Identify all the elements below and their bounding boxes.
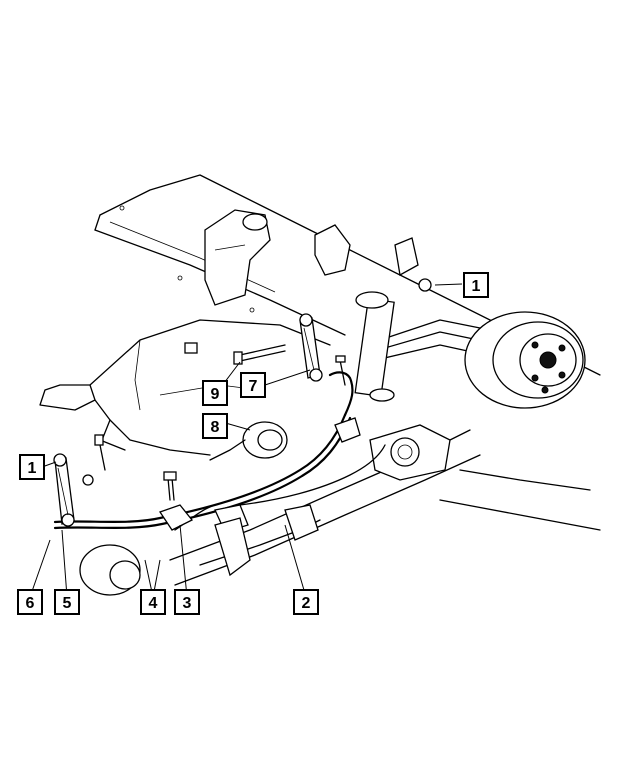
callout-4: 4 <box>140 589 166 615</box>
lower-details <box>79 469 601 596</box>
svg-text:8: 8 <box>211 419 220 436</box>
leader-lines <box>29 283 463 598</box>
svg-text:9: 9 <box>211 386 220 403</box>
callout-1-left: 1 <box>19 454 45 480</box>
svg-text:3: 3 <box>183 595 192 612</box>
callout-1-upper-right: 1 <box>463 272 489 298</box>
svg-text:1: 1 <box>472 278 481 295</box>
callout-3: 3 <box>174 589 200 615</box>
svg-text:7: 7 <box>249 378 258 395</box>
svg-text:2: 2 <box>302 595 311 612</box>
callout-8: 8 <box>202 413 228 439</box>
center-hub <box>209 421 288 461</box>
upper-right-brackets <box>314 224 432 292</box>
callout-5: 5 <box>54 589 80 615</box>
left-frame-section <box>39 319 331 471</box>
callout-9: 9 <box>202 380 228 406</box>
callout-6: 6 <box>17 589 43 615</box>
callout-7: 7 <box>240 372 266 398</box>
upper-mount-bracket <box>204 209 271 306</box>
bolts <box>82 344 346 501</box>
svg-text:1: 1 <box>28 460 37 477</box>
left-sway-link <box>53 453 75 527</box>
axle-housing <box>169 424 481 586</box>
right-sway-link <box>299 313 323 382</box>
brake-drum-right <box>464 311 586 409</box>
svg-text:4: 4 <box>149 595 158 612</box>
callout-2: 2 <box>293 589 319 615</box>
shock-absorber <box>354 291 395 402</box>
svg-text:5: 5 <box>63 595 72 612</box>
svg-text:6: 6 <box>26 595 35 612</box>
